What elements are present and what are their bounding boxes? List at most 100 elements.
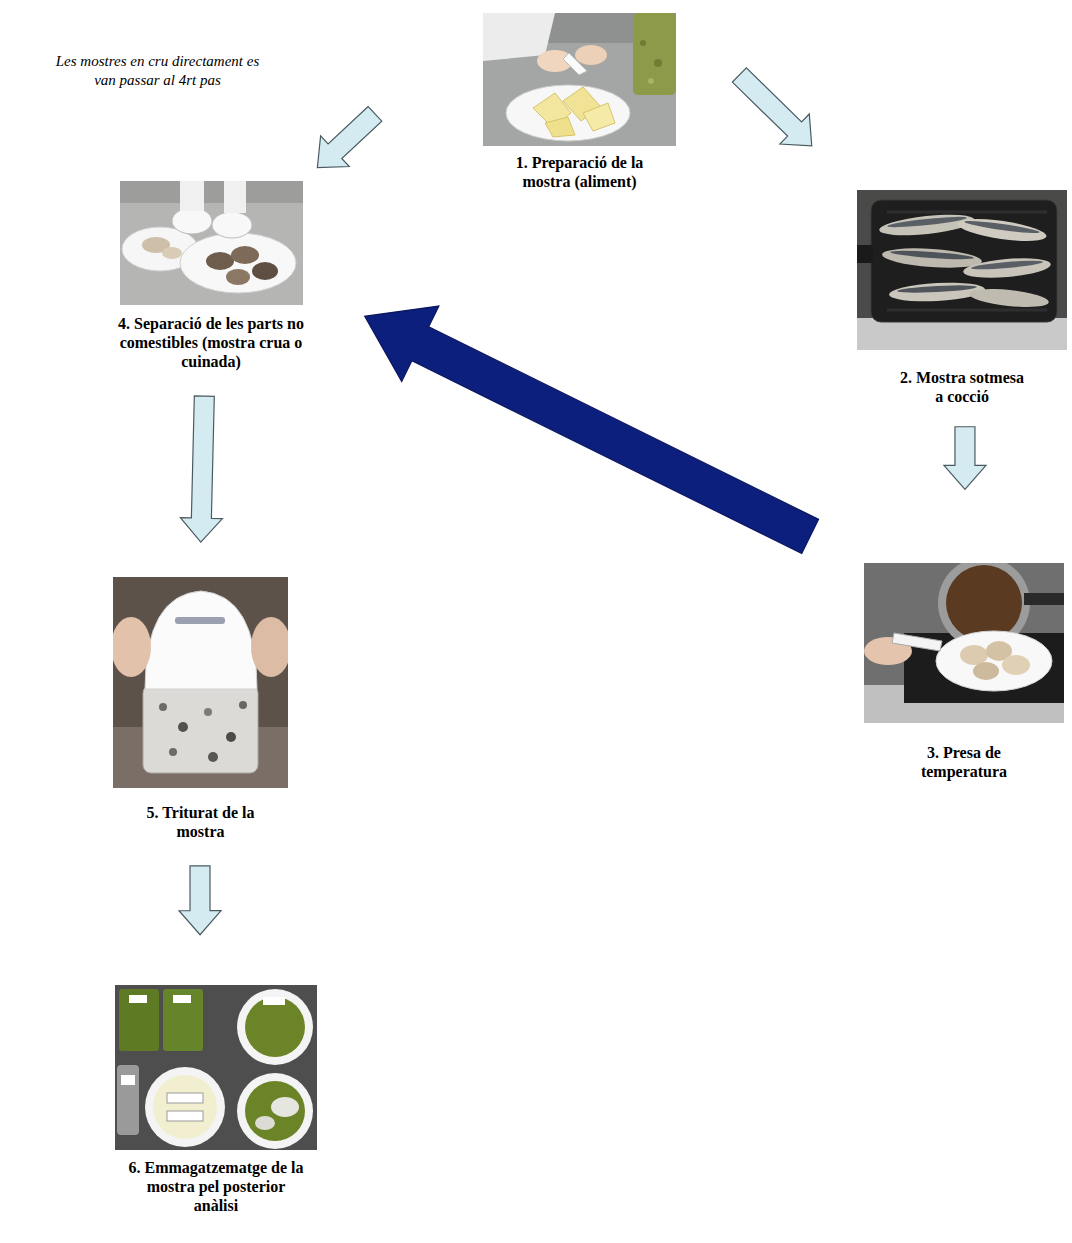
photo-detail: [167, 1111, 203, 1121]
photo-detail: [271, 1097, 299, 1117]
photo-detail: [145, 1067, 225, 1147]
photo-detail: [890, 249, 974, 261]
photo-detail: [887, 309, 1047, 312]
photo-detail: [887, 215, 967, 229]
photo-detail: [119, 989, 159, 1051]
note-text: Les mostres en cru directament es van pa…: [55, 52, 260, 90]
photo-detail: [178, 722, 188, 732]
photo-detail: [251, 617, 291, 677]
photo-detail: [936, 631, 1052, 691]
photo-detail: [208, 752, 218, 762]
photo-detail: [180, 233, 296, 293]
photo-detail: [946, 565, 1022, 641]
photo-detail: [964, 219, 1040, 236]
photo-detail: [113, 577, 288, 788]
photo-detail: [506, 85, 630, 141]
photo-detail: [1024, 593, 1064, 605]
photo-preparation: [483, 13, 676, 146]
photo-detail: [206, 252, 234, 270]
process-step: 5. Triturat de la mostra: [113, 577, 288, 841]
photo-detail: [892, 633, 942, 651]
photo-detail: [545, 117, 575, 137]
step-caption: 4. Separació de les parts no comestibles…: [100, 314, 322, 372]
photo-detail: [169, 748, 177, 756]
photo-chopper: [111, 577, 291, 788]
photo-detail: [145, 591, 257, 689]
photo-detail: [180, 181, 204, 211]
photo-temperature: [864, 557, 1064, 723]
block-arrow: [179, 866, 221, 935]
photo-detail: [857, 245, 873, 263]
photo-detail: [162, 247, 182, 259]
step-caption: 3. Presa de temperatura: [908, 743, 1020, 781]
photo-detail: [212, 212, 252, 238]
photo-detail: [864, 563, 1064, 723]
photo-storage: [115, 985, 317, 1150]
photo-detail: [968, 286, 1049, 310]
photo-detail: [224, 181, 246, 213]
photo-detail: [857, 190, 1067, 350]
process-step: 6. Emmagatzematge de la mostra pel poste…: [110, 985, 322, 1216]
photo-detail: [237, 1073, 313, 1149]
photo-detail: [245, 1081, 305, 1141]
photo-detail: [120, 181, 303, 203]
photo-detail: [971, 259, 1043, 271]
photo-detail: [973, 662, 999, 680]
photo-detail: [575, 45, 607, 65]
photo-detail: [172, 208, 212, 234]
photo-detail: [654, 59, 662, 67]
process-step: 1. Preparació de la mostra (aliment): [483, 13, 676, 191]
photo-detail: [163, 989, 203, 1051]
photo-detail: [226, 269, 250, 285]
block-arrow-large: [365, 306, 819, 553]
step-caption: 2. Mostra sotmesa a cocció: [900, 368, 1024, 406]
photo-detail: [881, 246, 982, 271]
block-arrow: [732, 68, 811, 146]
photo-detail: [255, 1116, 275, 1130]
photo-detail: [583, 103, 615, 131]
step-caption: 6. Emmagatzematge de la mostra pel poste…: [124, 1158, 309, 1216]
process-step: 3. Presa de temperatura: [864, 563, 1064, 781]
photo-detail: [143, 685, 258, 773]
photo-detail: [120, 181, 303, 305]
photo-detail: [640, 40, 646, 46]
photo-detail: [897, 284, 977, 294]
photo-detail: [237, 989, 313, 1065]
photo-detail: [483, 13, 676, 146]
photo-detail: [153, 1075, 217, 1139]
step-caption: 5. Triturat de la mostra: [126, 803, 276, 841]
photo-detail: [563, 53, 587, 75]
photo-detail: [115, 985, 317, 1150]
photo-detail: [245, 997, 305, 1057]
photo-detail: [648, 78, 654, 84]
photo-detail: [226, 732, 236, 742]
photo-detail: [956, 215, 1048, 245]
photo-detail: [121, 1075, 135, 1085]
photo-detail: [167, 1093, 203, 1103]
photo-separation: [120, 181, 303, 305]
process-step: 2. Mostra sotmesa a cocció: [857, 190, 1067, 406]
photo-detail: [263, 997, 285, 1005]
photo-detail: [887, 211, 1047, 214]
photo-detail: [252, 262, 278, 280]
step-caption: 1. Preparació de la mostra (aliment): [495, 153, 665, 191]
photo-detail: [129, 995, 147, 1003]
photo-detail: [871, 200, 1057, 322]
photo-detail: [231, 246, 259, 264]
photo-detail: [960, 645, 988, 665]
photo-grill: [857, 190, 1067, 350]
photo-detail: [857, 318, 1067, 350]
block-arrow: [317, 106, 381, 167]
process-step: 4. Separació de les parts no comestibles…: [98, 181, 324, 372]
photo-detail: [1002, 655, 1030, 675]
block-arrow: [180, 396, 222, 542]
block-arrow: [944, 427, 986, 490]
photo-detail: [117, 1065, 139, 1135]
photo-detail: [239, 701, 247, 709]
photo-detail: [962, 255, 1051, 281]
photo-detail: [111, 617, 151, 677]
photo-detail: [633, 13, 676, 95]
photo-detail: [204, 708, 212, 716]
photo-detail: [175, 617, 225, 624]
